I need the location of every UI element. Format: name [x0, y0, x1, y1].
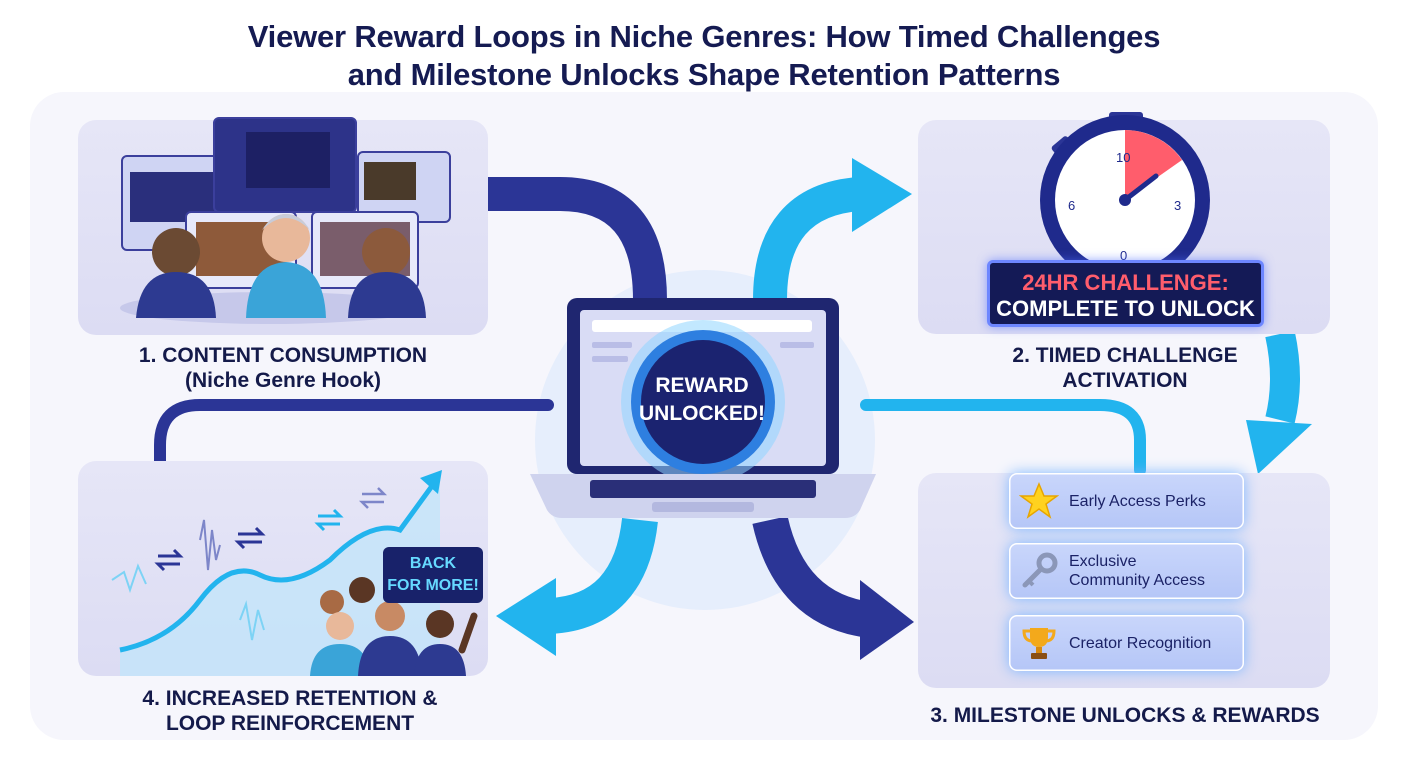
- laptop-content-line: [592, 342, 632, 348]
- star-icon: [1009, 473, 1069, 529]
- arrow-center-to-retention-head: [496, 578, 556, 656]
- connector-right: [860, 399, 1146, 476]
- crowd-person-body: [414, 644, 466, 676]
- speech-line-1: BACK: [409, 555, 457, 572]
- crowd-person-head: [426, 610, 454, 638]
- crowd-person-body: [310, 644, 370, 676]
- reward-creator-recognition-label: Creator Recognition: [1069, 634, 1212, 652]
- signal-wave: [111, 563, 147, 594]
- trophy-icon: [1009, 615, 1069, 671]
- stage-4-line-2: LOOP REINFORCEMENT: [165, 712, 415, 735]
- title-line-2: and Milestone Unlocks Shape Retention Pa…: [347, 57, 1061, 92]
- stage-2-caption: 2. TIMED CHALLENGE ACTIVATION: [960, 343, 1290, 393]
- stage-2-line-1: 2. TIMED CHALLENGE: [1012, 344, 1238, 367]
- screen-right-game: [364, 162, 416, 200]
- speech-line-2: FOR MORE!: [387, 577, 479, 594]
- stage-3-line-1: 3. MILESTONE UNLOCKS & REWARDS: [930, 704, 1320, 727]
- viewer-right-body: [348, 272, 426, 318]
- arrow-challenge-to-milestone-body: [1265, 330, 1300, 424]
- stopwatch-tick-bottom: 0: [1120, 248, 1127, 263]
- challenge-banner-line-1: 24HR CHALLENGE:: [1022, 270, 1229, 295]
- challenge-banner-line-2: COMPLETE TO UNLOCK: [996, 296, 1255, 321]
- stopwatch-tick-right: 3: [1174, 198, 1181, 213]
- arrow-center-to-challenge-head: [852, 158, 912, 232]
- stage-3-caption: 3. MILESTONE UNLOCKS & REWARDS: [900, 703, 1350, 728]
- signal-wave: [239, 600, 265, 641]
- reward-early-access: Early Access Perks: [1009, 473, 1244, 529]
- stage-1-line-1: 1. CONTENT CONSUMPTION: [138, 344, 428, 367]
- crowd-person-body: [358, 636, 422, 676]
- repeat-icon: [314, 508, 344, 532]
- stopwatch-pivot: [1119, 194, 1131, 206]
- reward-unlocked-badge: REWARD UNLOCKED!: [632, 372, 772, 428]
- repeat-icon: [234, 526, 266, 550]
- arrow-center-to-challenge-body: [753, 177, 862, 301]
- viewer-left-head: [152, 228, 200, 276]
- signal-wave: [199, 519, 221, 571]
- stopwatch-hand: [1122, 173, 1159, 203]
- stopwatch-elapsed-wedge: [1125, 130, 1182, 200]
- repeat-icon: [154, 548, 184, 572]
- crowd-person-head: [349, 577, 375, 603]
- arrow-center-to-milestone-body: [752, 515, 873, 638]
- arrow-center-to-retention-body: [548, 517, 658, 634]
- speech-bubble: BACK FOR MORE!: [383, 547, 483, 603]
- reward-disc: [641, 340, 765, 464]
- title-line-1: Viewer Reward Loops in Niche Genres: How…: [247, 19, 1161, 54]
- laptop-content-line: [780, 342, 814, 348]
- reward-community-access: Exclusive Community Access: [1009, 543, 1244, 599]
- viewer-right-head: [362, 228, 410, 276]
- arrow-challenge-to-milestone-head: [1246, 420, 1312, 474]
- reward-community-access-label: Exclusive Community Access: [1069, 552, 1205, 590]
- arrow-consumption-to-center: [488, 177, 667, 301]
- connector-left: [154, 399, 554, 468]
- viewer-middle-hair: [262, 214, 310, 230]
- stage-1-line-2: (Niche Genre Hook): [184, 369, 382, 392]
- stopwatch-tick-left: 6: [1068, 198, 1075, 213]
- viewer-left-body: [136, 272, 216, 318]
- arrow-center-to-milestone-head: [860, 580, 914, 660]
- challenge-banner: 24HR CHALLENGE: COMPLETE TO UNLOCK: [987, 260, 1264, 327]
- reward-creator-recognition: Creator Recognition: [1009, 615, 1244, 671]
- stage-4-line-1: 4. INCREASED RETENTION &: [142, 687, 438, 710]
- stage-4-caption: 4. INCREASED RETENTION & LOOP REINFORCEM…: [60, 686, 520, 736]
- laptop-content-line: [592, 356, 628, 362]
- retention-area: [120, 480, 440, 676]
- laptop-trackpad: [652, 502, 754, 512]
- stopwatch-tick-top: 10: [1116, 150, 1130, 165]
- reward-early-access-label: Early Access Perks: [1069, 492, 1206, 510]
- reward-community-line-1: Exclusive: [1069, 553, 1137, 570]
- key-icon: [1009, 543, 1069, 599]
- reward-line-1: REWARD: [655, 374, 749, 397]
- repeat-icon: [358, 487, 388, 509]
- reward-community-line-2: Community Access: [1069, 572, 1206, 589]
- retention-curve: [119, 484, 435, 653]
- laptop-keyboard: [590, 480, 816, 498]
- stage-2-line-2: ACTIVATION: [1062, 369, 1188, 392]
- crowd-person-head: [320, 590, 344, 614]
- viewer-middle-head: [262, 214, 310, 262]
- waving-hand: [458, 612, 478, 654]
- retention-arrow-head: [420, 470, 442, 494]
- page-title: Viewer Reward Loops in Niche Genres: How…: [0, 18, 1408, 94]
- viewer-middle-body: [246, 262, 326, 318]
- crowd-person-head: [326, 612, 354, 640]
- screen-top-game: [246, 132, 330, 188]
- crowd-person-head: [375, 601, 405, 631]
- reward-line-2: UNLOCKED!: [639, 402, 765, 425]
- stage-1-caption: 1. CONTENT CONSUMPTION (Niche Genre Hook…: [78, 343, 488, 393]
